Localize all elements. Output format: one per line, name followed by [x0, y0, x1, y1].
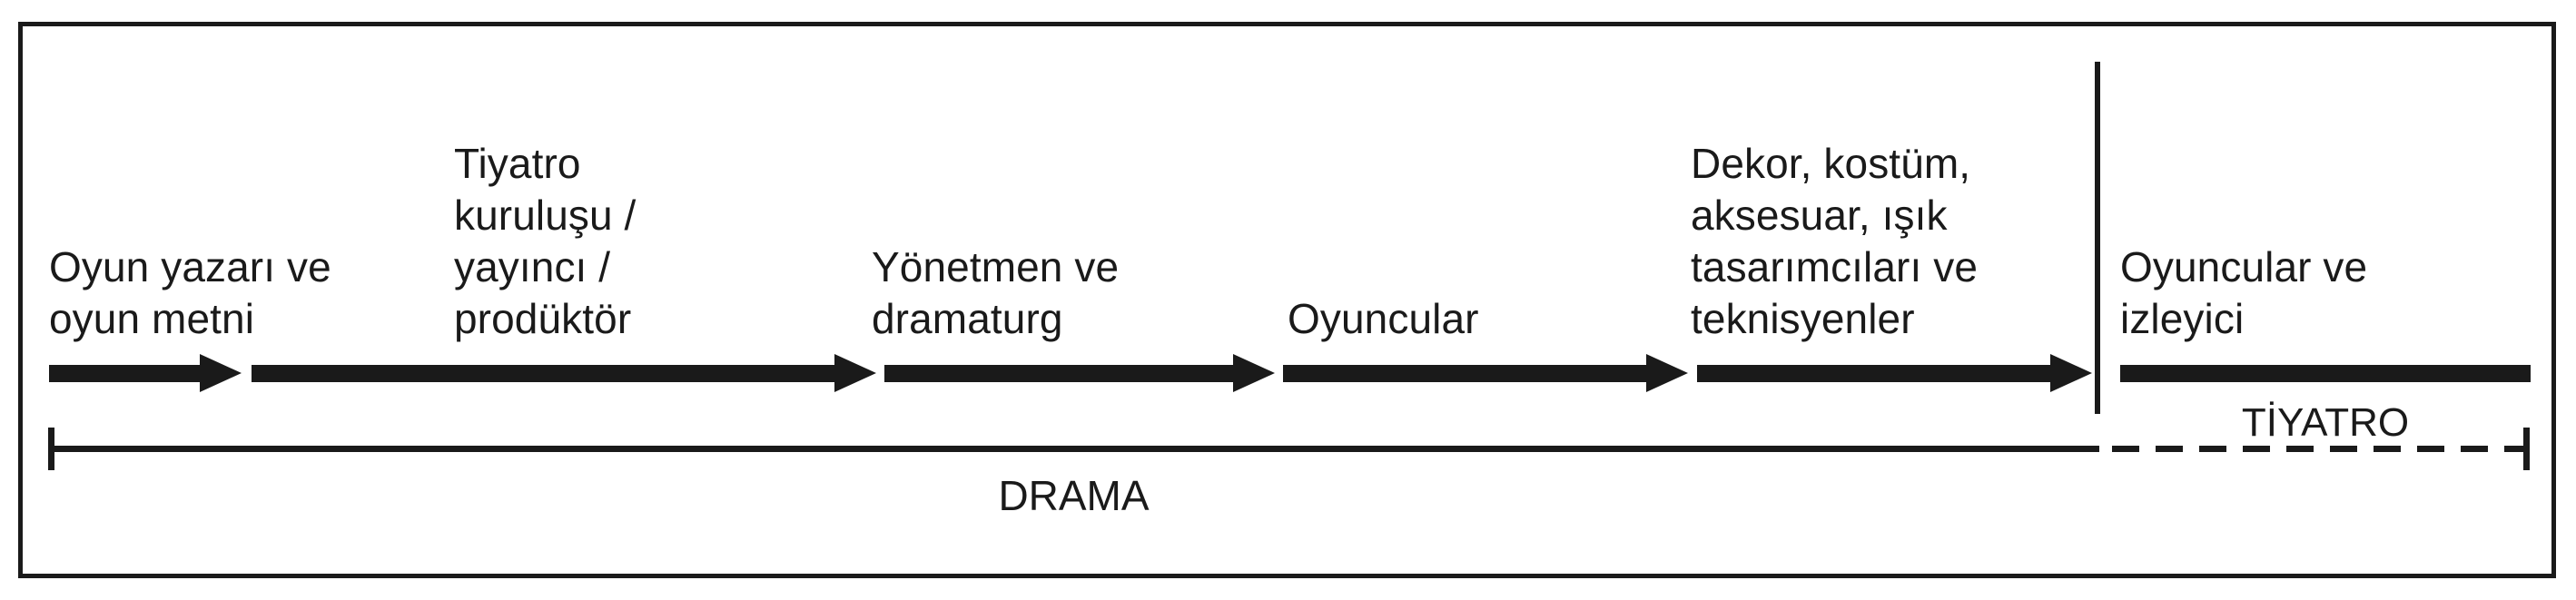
- arrow-head-icon: [200, 354, 242, 392]
- arrow-shaft: [49, 365, 202, 382]
- arrow-head-icon: [2050, 354, 2092, 392]
- arrow-head-icon: [834, 354, 876, 392]
- flow-arrow-row: [0, 353, 2576, 395]
- stage-label-designers: Dekor, kostüm, aksesuar, ışık tasarımcıl…: [1691, 140, 1979, 342]
- tiyatro-caption: TİYATRO: [2241, 400, 2410, 445]
- flow-arrow-5: [1697, 354, 2092, 392]
- diagram-frame: [18, 22, 2556, 578]
- arrow-head-icon: [1233, 354, 1275, 392]
- arrow-shaft: [1283, 365, 1648, 382]
- flow-arrow-4: [1283, 354, 1688, 392]
- stage-label-performance: Oyuncular ve izleyici: [2120, 243, 2368, 342]
- theatre-divider-line: [2095, 62, 2100, 414]
- line-shaft: [2120, 365, 2531, 382]
- drama-bracket-dashed-line: [2112, 446, 2525, 452]
- drama-bracket-solid-line: [48, 446, 2099, 452]
- flow-arrow-1: [49, 354, 242, 392]
- flow-arrow-2: [252, 354, 876, 392]
- arrow-shaft: [884, 365, 1235, 382]
- stage-label-playwright: Oyun yazarı ve oyun metni: [49, 243, 331, 342]
- arrow-head-icon: [1646, 354, 1688, 392]
- stage-label-actors: Oyuncular: [1288, 295, 1479, 342]
- flow-line-final: [2120, 365, 2531, 382]
- drama-bracket-right-cap: [2523, 428, 2530, 470]
- drama-caption: DRAMA: [998, 472, 1150, 519]
- arrow-shaft: [1697, 365, 2052, 382]
- flow-arrow-3: [884, 354, 1275, 392]
- stage-label-publisher: Tiyatro kuruluşu / yayıncı / prodüktör: [454, 140, 637, 342]
- stage-label-director: Yönetmen ve dramaturg: [872, 243, 1120, 342]
- arrow-shaft: [252, 365, 836, 382]
